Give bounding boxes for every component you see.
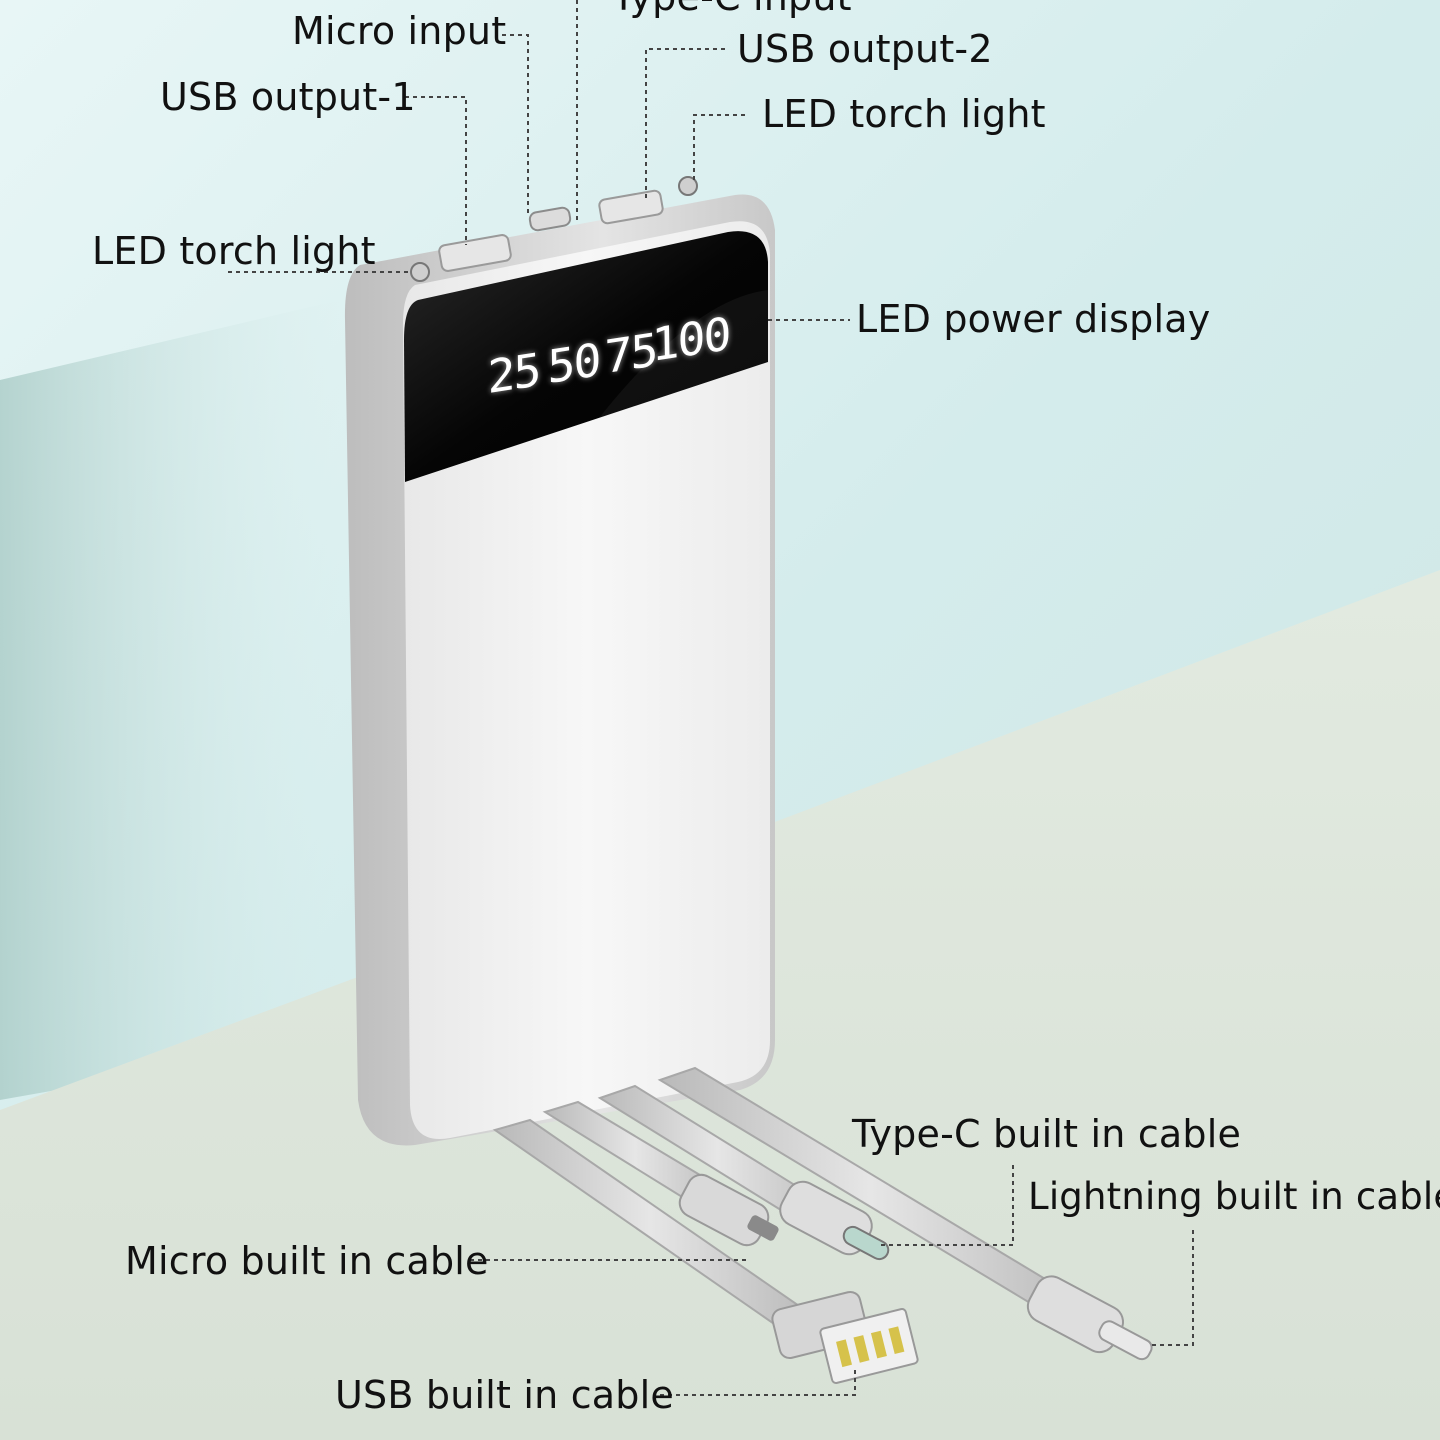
lightning-connector-tip — [1098, 1320, 1153, 1361]
label-usb-output-1: USB output-1 — [160, 75, 416, 119]
typec-connector-tip — [842, 1225, 890, 1261]
leader-micro-input — [502, 34, 529, 215]
label-top-cut: Type-C input — [612, 0, 852, 16]
built-in-cables — [492, 1066, 1153, 1384]
usb-output-1-port — [438, 234, 512, 272]
label-lightning-cable: Lightning built in cable — [1028, 1175, 1440, 1218]
leader-lightning-cable — [1150, 1230, 1194, 1346]
leader-led-torch-right — [693, 114, 745, 180]
usb-output-2-port — [598, 189, 664, 225]
micro-input-port — [528, 206, 572, 232]
label-usb-cable: USB built in cable — [335, 1373, 674, 1417]
led-torch-left-icon — [410, 262, 430, 282]
label-micro-input: Micro input — [292, 9, 507, 53]
display-level-25: 25 — [487, 342, 540, 404]
label-led-torch-left: LED torch light — [92, 229, 376, 273]
leader-lines — [228, 0, 1194, 1396]
screen-reflection — [560, 290, 768, 470]
label-led-torch-right: LED torch light — [762, 92, 1046, 136]
leader-usb-output-2 — [645, 48, 725, 198]
leader-usb-cable — [660, 1368, 856, 1396]
label-typec-cable: Type-C built in cable — [852, 1112, 1242, 1156]
label-usb-output-2: USB output-2 — [737, 27, 993, 71]
usb-contacts — [836, 1326, 905, 1368]
display-level-50: 50 — [547, 332, 600, 394]
wall-shadow — [0, 300, 340, 1100]
display-level-75: 75 — [604, 322, 657, 384]
led-torch-right-icon — [678, 176, 698, 196]
label-micro-cable: Micro built in cable — [125, 1239, 489, 1283]
led-power-display — [404, 231, 768, 482]
leader-typec-cable — [880, 1165, 1014, 1246]
micro-connector-tip — [747, 1215, 779, 1241]
label-led-power-display: LED power display — [856, 297, 1211, 341]
